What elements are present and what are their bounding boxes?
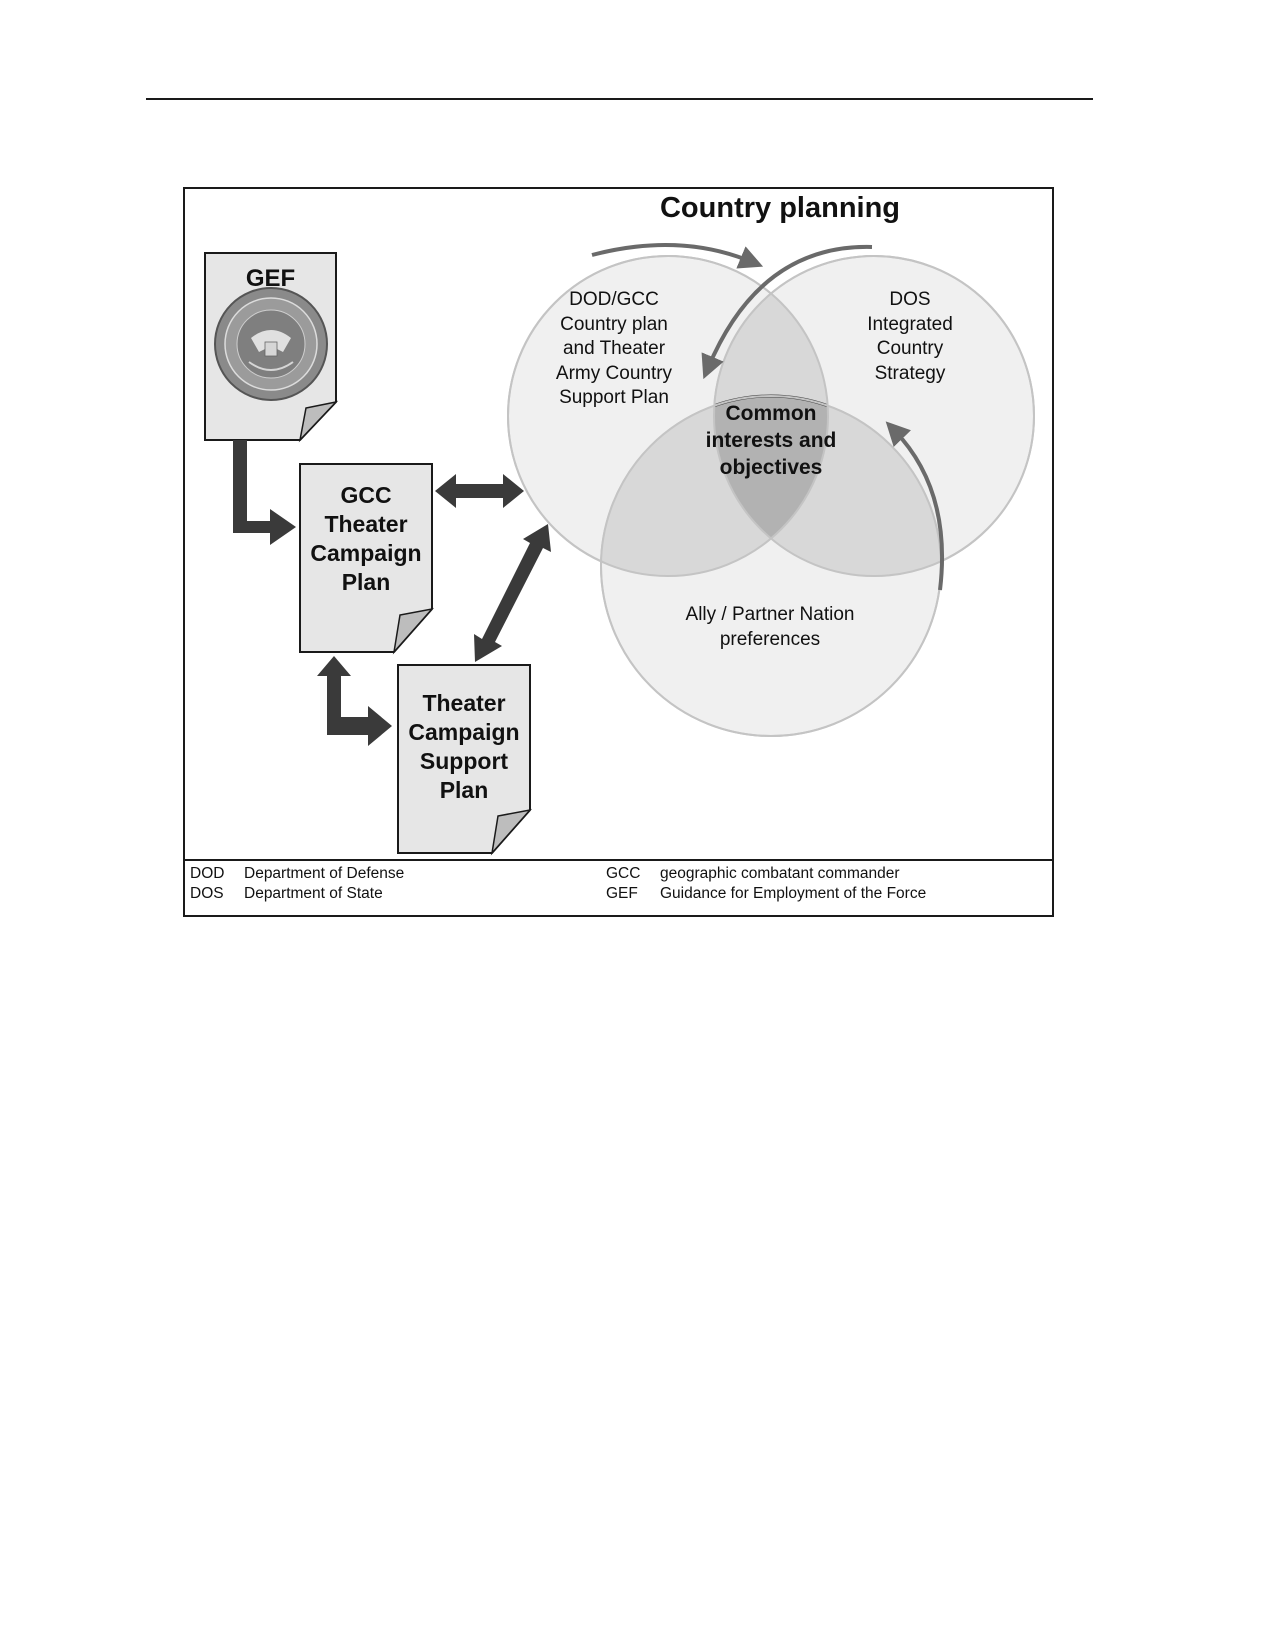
venn-label-core: Common interests and objectives [705, 402, 837, 479]
venn-label-ally: Ally / Partner Nation preferences [685, 604, 855, 650]
dod-seal-icon [214, 287, 328, 401]
gef-to-tcp-arrow [233, 440, 296, 545]
venn-label-dod-gcc: DOD/GCC Country plan and Theater Army Co… [555, 289, 673, 408]
tcsp-label: Theater Campaign Support Plan [408, 690, 520, 803]
figure-title: Country planning [659, 192, 901, 224]
tcsp-venn-double-arrow [474, 524, 551, 662]
cycle-arrow-top [591, 243, 764, 269]
gef-label: GEF [245, 265, 296, 292]
tcp-label: GCC Theater Campaign Plan [310, 482, 422, 595]
header-rule [146, 98, 1093, 100]
cycle-arrow-left [701, 244, 873, 380]
tcp-tcsp-arrow [317, 656, 392, 746]
tcp-venn-double-arrow [435, 474, 524, 508]
venn-label-dos: DOS Integrated Country Strategy [867, 289, 953, 384]
cycle-arrow-right [885, 421, 944, 591]
